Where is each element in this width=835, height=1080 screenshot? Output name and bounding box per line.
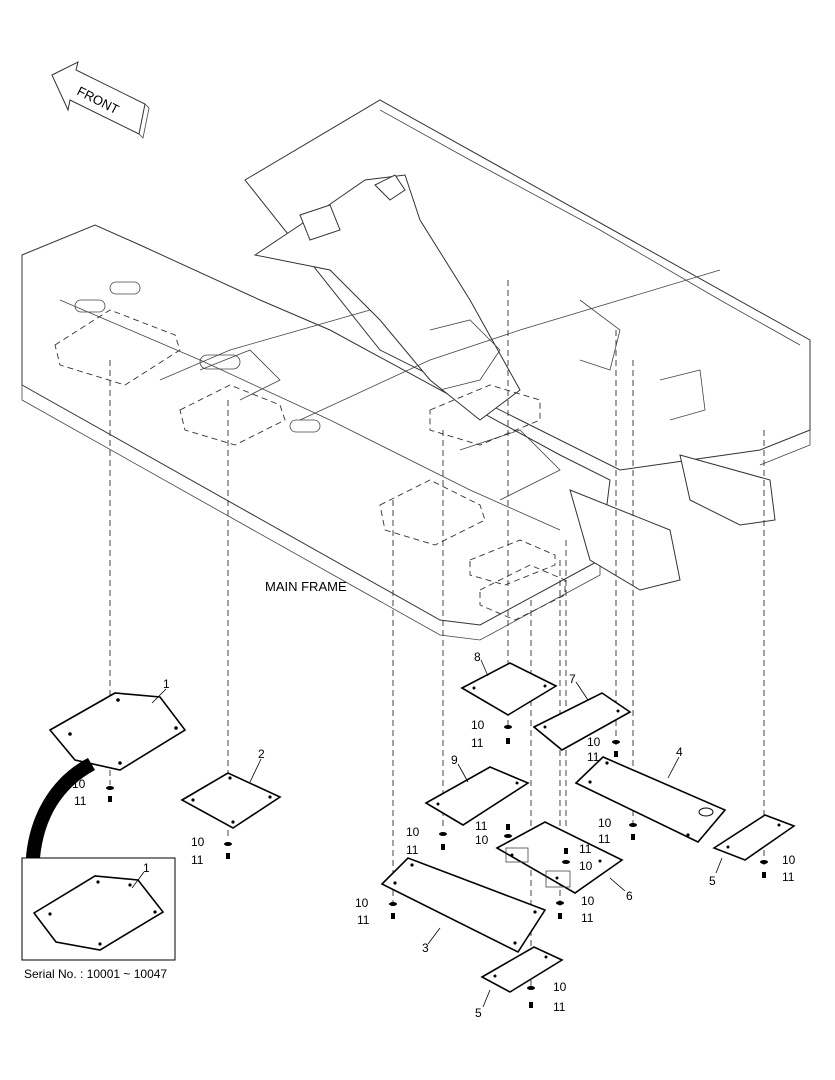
callout-11: 11 (782, 870, 795, 884)
washer-bolt-set (556, 901, 564, 919)
callout-10: 10 (355, 896, 369, 910)
callout-3: 3 (422, 941, 429, 955)
callout-10: 10 (598, 816, 612, 830)
callout-11: 11 (598, 832, 611, 846)
callout-numbers: 1 2 3 4 5 5 6 7 8 9 10 11 10 11 10 11 10… (72, 650, 796, 1020)
callout-10: 10 (782, 853, 796, 867)
washer-bolt-set (527, 986, 535, 1008)
callout-10: 10 (475, 833, 489, 847)
washer-bolt-set (224, 842, 232, 859)
callout-11: 11 (581, 911, 594, 925)
callout-11: 11 (357, 913, 370, 927)
washer-bolt-set (760, 860, 768, 878)
callout-1: 1 (163, 677, 170, 691)
callout-2: 2 (258, 747, 265, 761)
cover-plate-9 (424, 766, 530, 826)
cover-plate-2 (180, 772, 282, 829)
inset-pointer-arrow (26, 758, 95, 858)
callout-11: 11 (471, 736, 484, 750)
callout-5a: 5 (709, 874, 716, 888)
cover-plate-5b (480, 946, 564, 993)
callout-4: 4 (676, 745, 683, 759)
callout-10: 10 (553, 980, 567, 994)
washer-bolt-set (389, 902, 397, 919)
callout-10: 10 (191, 835, 205, 849)
callout-11: 11 (475, 819, 488, 833)
front-arrow-icon: FRONT (51, 61, 150, 139)
fasteners (106, 725, 768, 1008)
callout-10: 10 (471, 718, 485, 732)
callout-10: 10 (581, 894, 595, 908)
callout-10: 10 (579, 859, 593, 873)
cover-plate-5a (712, 814, 796, 861)
cover-plate-7 (532, 692, 632, 751)
serial-note: Serial No. : 10001 ~ 10047 (24, 967, 167, 981)
washer-bolt-set (504, 725, 512, 744)
callout-10: 10 (406, 825, 420, 839)
cover-plate-3 (380, 857, 547, 954)
callout-11: 11 (74, 794, 87, 808)
washer-bolt-set (629, 823, 637, 840)
washer-bolt-set (106, 786, 114, 802)
washer-bolt-set (504, 824, 512, 838)
callout-11: 11 (191, 853, 204, 867)
callout-11: 11 (587, 750, 600, 764)
callout-7: 7 (569, 672, 576, 686)
callout-10: 10 (587, 735, 601, 749)
callout-11: 11 (553, 1000, 566, 1014)
cover-plate-4 (574, 756, 727, 843)
main-frame-label: MAIN FRAME (265, 579, 347, 594)
serial-inset-box: 1 (21, 857, 176, 961)
callout-1-inset: 1 (143, 861, 150, 875)
callout-9: 9 (451, 753, 458, 767)
callout-11: 11 (406, 843, 419, 857)
callout-6: 6 (626, 889, 633, 903)
leader-lines (109, 280, 765, 990)
washer-bolt-set (612, 740, 620, 757)
cover-plate-1 (48, 692, 187, 771)
callout-11: 11 (579, 842, 592, 856)
cover-plate-6 (495, 821, 624, 894)
callout-5b: 5 (475, 1006, 482, 1020)
callout-leaders (151, 659, 723, 1008)
main-frame-drawing (21, 99, 811, 641)
washer-bolt-set (439, 832, 447, 850)
callout-8: 8 (474, 650, 481, 664)
cover-plate-8 (460, 662, 558, 716)
washer-bolt-set (562, 848, 570, 864)
